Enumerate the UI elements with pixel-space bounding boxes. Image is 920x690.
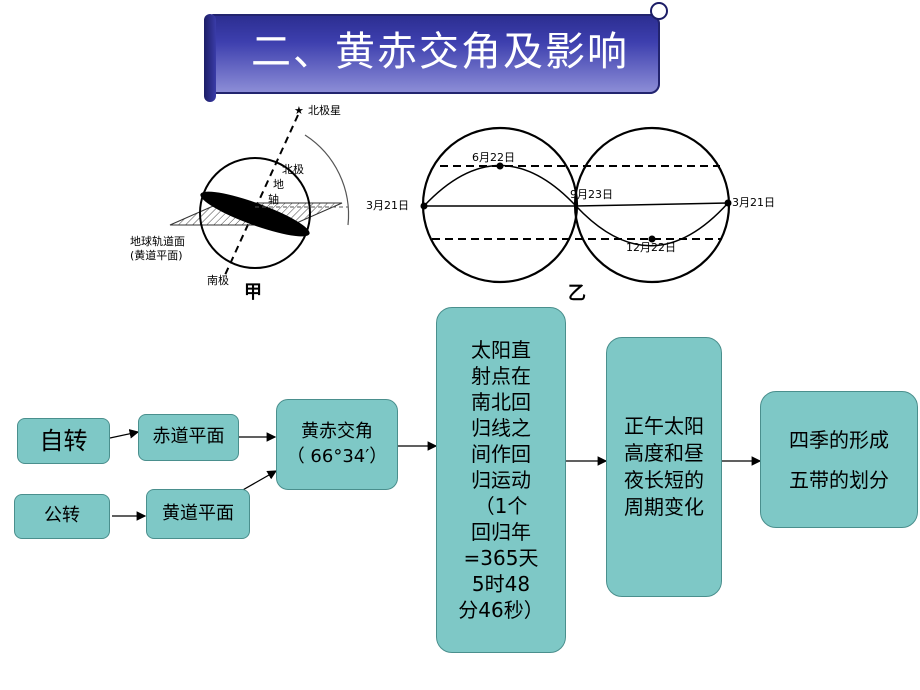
subsolar-line: 分46秒） xyxy=(458,598,544,622)
subsolar-line: 射点在 xyxy=(471,364,531,388)
label-dec22: 12月22日 xyxy=(626,241,676,254)
point-mar21-right xyxy=(724,199,732,207)
globe xyxy=(199,157,311,269)
subsolar-line: 5时48 xyxy=(471,572,531,596)
box-obliquity: 黄赤交角 （ 66°34′） xyxy=(276,399,398,490)
obliquity-label: 黄赤交角 xyxy=(301,421,373,443)
label-jun22: 6月22日 xyxy=(472,151,515,164)
zones-label: 五带的划分 xyxy=(789,467,889,492)
subsolar-line: =365天 xyxy=(463,546,539,570)
subsolar-path xyxy=(423,164,729,247)
label-mar21-right: 3月21日 xyxy=(732,196,775,209)
label-mar21-left: 3月21日 xyxy=(366,199,409,212)
box-seasons-zones: 四季的形成 五带的划分 xyxy=(760,391,918,528)
subsolar-line: 归运动 xyxy=(471,468,531,492)
angle-arc xyxy=(304,134,350,226)
equator-plane-label: 赤道平面 xyxy=(152,426,225,448)
figure-b-label: 乙 xyxy=(568,283,586,304)
revolution-label: 公转 xyxy=(44,505,80,527)
title-banner xyxy=(208,14,660,94)
axis-label-2: 轴 xyxy=(268,192,279,206)
star-icon: ★ xyxy=(294,104,304,117)
box-equator-plane: 赤道平面 xyxy=(138,414,239,461)
orbital-plane-label-1: 地球轨道面 xyxy=(130,234,185,248)
equator-plane xyxy=(200,191,310,237)
page-title: 二、黄赤交角及影响 xyxy=(251,29,629,75)
point-mar21-left xyxy=(420,202,428,210)
north-star-label: 北极星 xyxy=(308,103,341,117)
figure-earth-axis: ★ 北极星 北极 地 轴 地球轨道面 (黄道平面) 南极 甲 xyxy=(130,103,350,303)
box-subsolar-migration: 太阳直 射点在 南北回 归线之 间作回 归运动 （1个 回归年 =365天 5时… xyxy=(436,307,566,653)
subsolar-line: 间作回 xyxy=(471,442,531,466)
noon-sun-line: 夜长短的 xyxy=(624,468,704,492)
subsolar-line: 太阳直 xyxy=(471,338,531,362)
south-pole-label: 南极 xyxy=(207,273,229,287)
box-rotation: 自转 xyxy=(17,418,110,464)
orbital-plane-label-2: (黄道平面) xyxy=(130,248,183,262)
rotation-label: 自转 xyxy=(39,426,88,455)
noon-sun-line: 正午太阳 xyxy=(624,414,704,438)
earth-axis xyxy=(224,114,299,276)
point-jun22 xyxy=(496,162,504,170)
north-pole-label: 北极 xyxy=(282,162,304,176)
box-noon-sun-daylength: 正午太阳 高度和昼 夜长短的 周期变化 xyxy=(606,337,722,597)
seasons-label: 四季的形成 xyxy=(789,427,889,452)
banner-scroll-roll xyxy=(204,14,216,102)
obliquity-value: （ 66°34′） xyxy=(286,445,388,467)
arrow-ecliptic-obliquity xyxy=(240,470,278,492)
subsolar-line: 回归年 xyxy=(471,520,531,544)
figure-a-label: 甲 xyxy=(244,282,262,303)
box-ecliptic-plane: 黄道平面 xyxy=(146,489,250,539)
noon-sun-line: 周期变化 xyxy=(624,495,704,519)
noon-sun-line: 高度和昼 xyxy=(624,441,704,465)
equator-right xyxy=(575,202,729,207)
box-revolution: 公转 xyxy=(14,494,110,539)
arrow-rotation-equator xyxy=(109,429,140,439)
subsolar-line: 归线之 xyxy=(471,416,531,440)
subsolar-line: （1个 xyxy=(474,494,528,518)
axis-label-1: 地 xyxy=(273,178,284,191)
figure-subsolar-migration: 3月21日 6月22日 9月23日 12月22日 3月21日 乙 xyxy=(366,126,775,304)
ecliptic-plane-label: 黄道平面 xyxy=(162,502,234,524)
subsolar-line: 南北回 xyxy=(471,390,531,414)
banner-scroll-curl xyxy=(650,2,668,20)
label-sep23: 9月23日 xyxy=(570,188,613,201)
point-dec22 xyxy=(648,235,656,243)
